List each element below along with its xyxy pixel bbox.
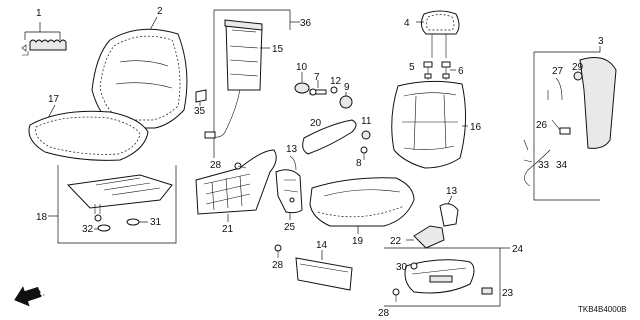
front-direction-arrow-icon [14,286,42,307]
part-24-group [384,247,510,307]
part-18-group [48,165,177,244]
direction-label: FR. [28,287,47,302]
label-part-13-left: 13 [286,144,298,155]
part-25-cover [275,155,303,220]
label-part-5: 5 [409,62,415,73]
label-part-21: 21 [222,224,234,235]
label-part-7: 7 [314,72,320,83]
label-part-4: 4 [404,18,410,29]
label-part-2: 2 [157,6,163,17]
label-part-31: 31 [150,217,162,228]
label-part-24: 24 [512,244,524,255]
part-number-labels: 1 2 3 4 5 6 7 8 9 10 11 12 13 13 14 15 1… [36,6,604,319]
label-part-14: 14 [316,240,328,251]
label-part-33: 33 [538,160,550,171]
part-30-screw [410,262,418,270]
label-part-18: 18 [36,212,48,223]
label-part-25: 25 [284,222,296,233]
label-part-29: 29 [572,62,584,73]
label-part-19: 19 [352,236,364,247]
label-part-13-right: 13 [446,186,458,197]
label-part-16: 16 [470,122,482,133]
label-part-17: 17 [48,94,60,105]
label-part-35: 35 [194,106,206,117]
label-part-11: 11 [361,116,372,127]
part-13-bracket-right [439,195,459,227]
label-part-36: 36 [300,18,312,29]
part-19-cushion-pad [309,177,415,234]
part-22-switch [406,225,445,249]
label-part-6: 6 [458,66,464,77]
part-5-guide [423,61,433,80]
label-part-32: 32 [82,224,94,235]
part-11-nut [361,130,371,140]
label-part-27: 27 [552,66,564,77]
part-36-group [195,9,300,158]
label-part-34: 34 [556,160,568,171]
label-part-28-b: 28 [272,260,284,271]
label-part-15: 15 [272,44,284,55]
label-part-26: 26 [536,120,548,131]
label-part-3: 3 [598,36,604,47]
label-part-28-a: 28 [210,160,222,171]
diagram-code: TKB4B4000B [578,305,626,314]
label-part-23: 23 [502,288,514,299]
label-part-12: 12 [330,76,342,87]
part-17-cushion-cover [28,104,149,161]
part-7-bolt [309,80,327,96]
part-9-cap [339,92,353,109]
label-part-30: 30 [396,262,408,273]
label-part-8: 8 [356,158,362,169]
part-23-clip [481,287,493,295]
part-14-trim [295,250,353,291]
label-part-22: 22 [390,236,402,247]
part-16-seatback-pad [391,80,468,169]
part-28-bolt-b [274,244,282,258]
label-part-28-c: 28 [378,308,390,319]
label-part-9: 9 [344,82,350,93]
label-part-10: 10 [296,62,308,73]
part-10-knob [294,72,310,94]
part-20-trim [302,119,357,155]
part-21-side-frame [195,149,277,222]
part-6-guide [441,61,456,80]
part-28-bolt-a [234,162,247,170]
part-3-group [523,46,617,201]
label-part-20: 20 [310,118,322,129]
part-2-seatback-cover [91,16,188,129]
part-8-screw [360,146,368,160]
part-4-headrest [416,10,460,58]
label-part-1: 1 [36,8,42,19]
part-1-clips [21,22,67,56]
part-12-washer [330,86,338,94]
